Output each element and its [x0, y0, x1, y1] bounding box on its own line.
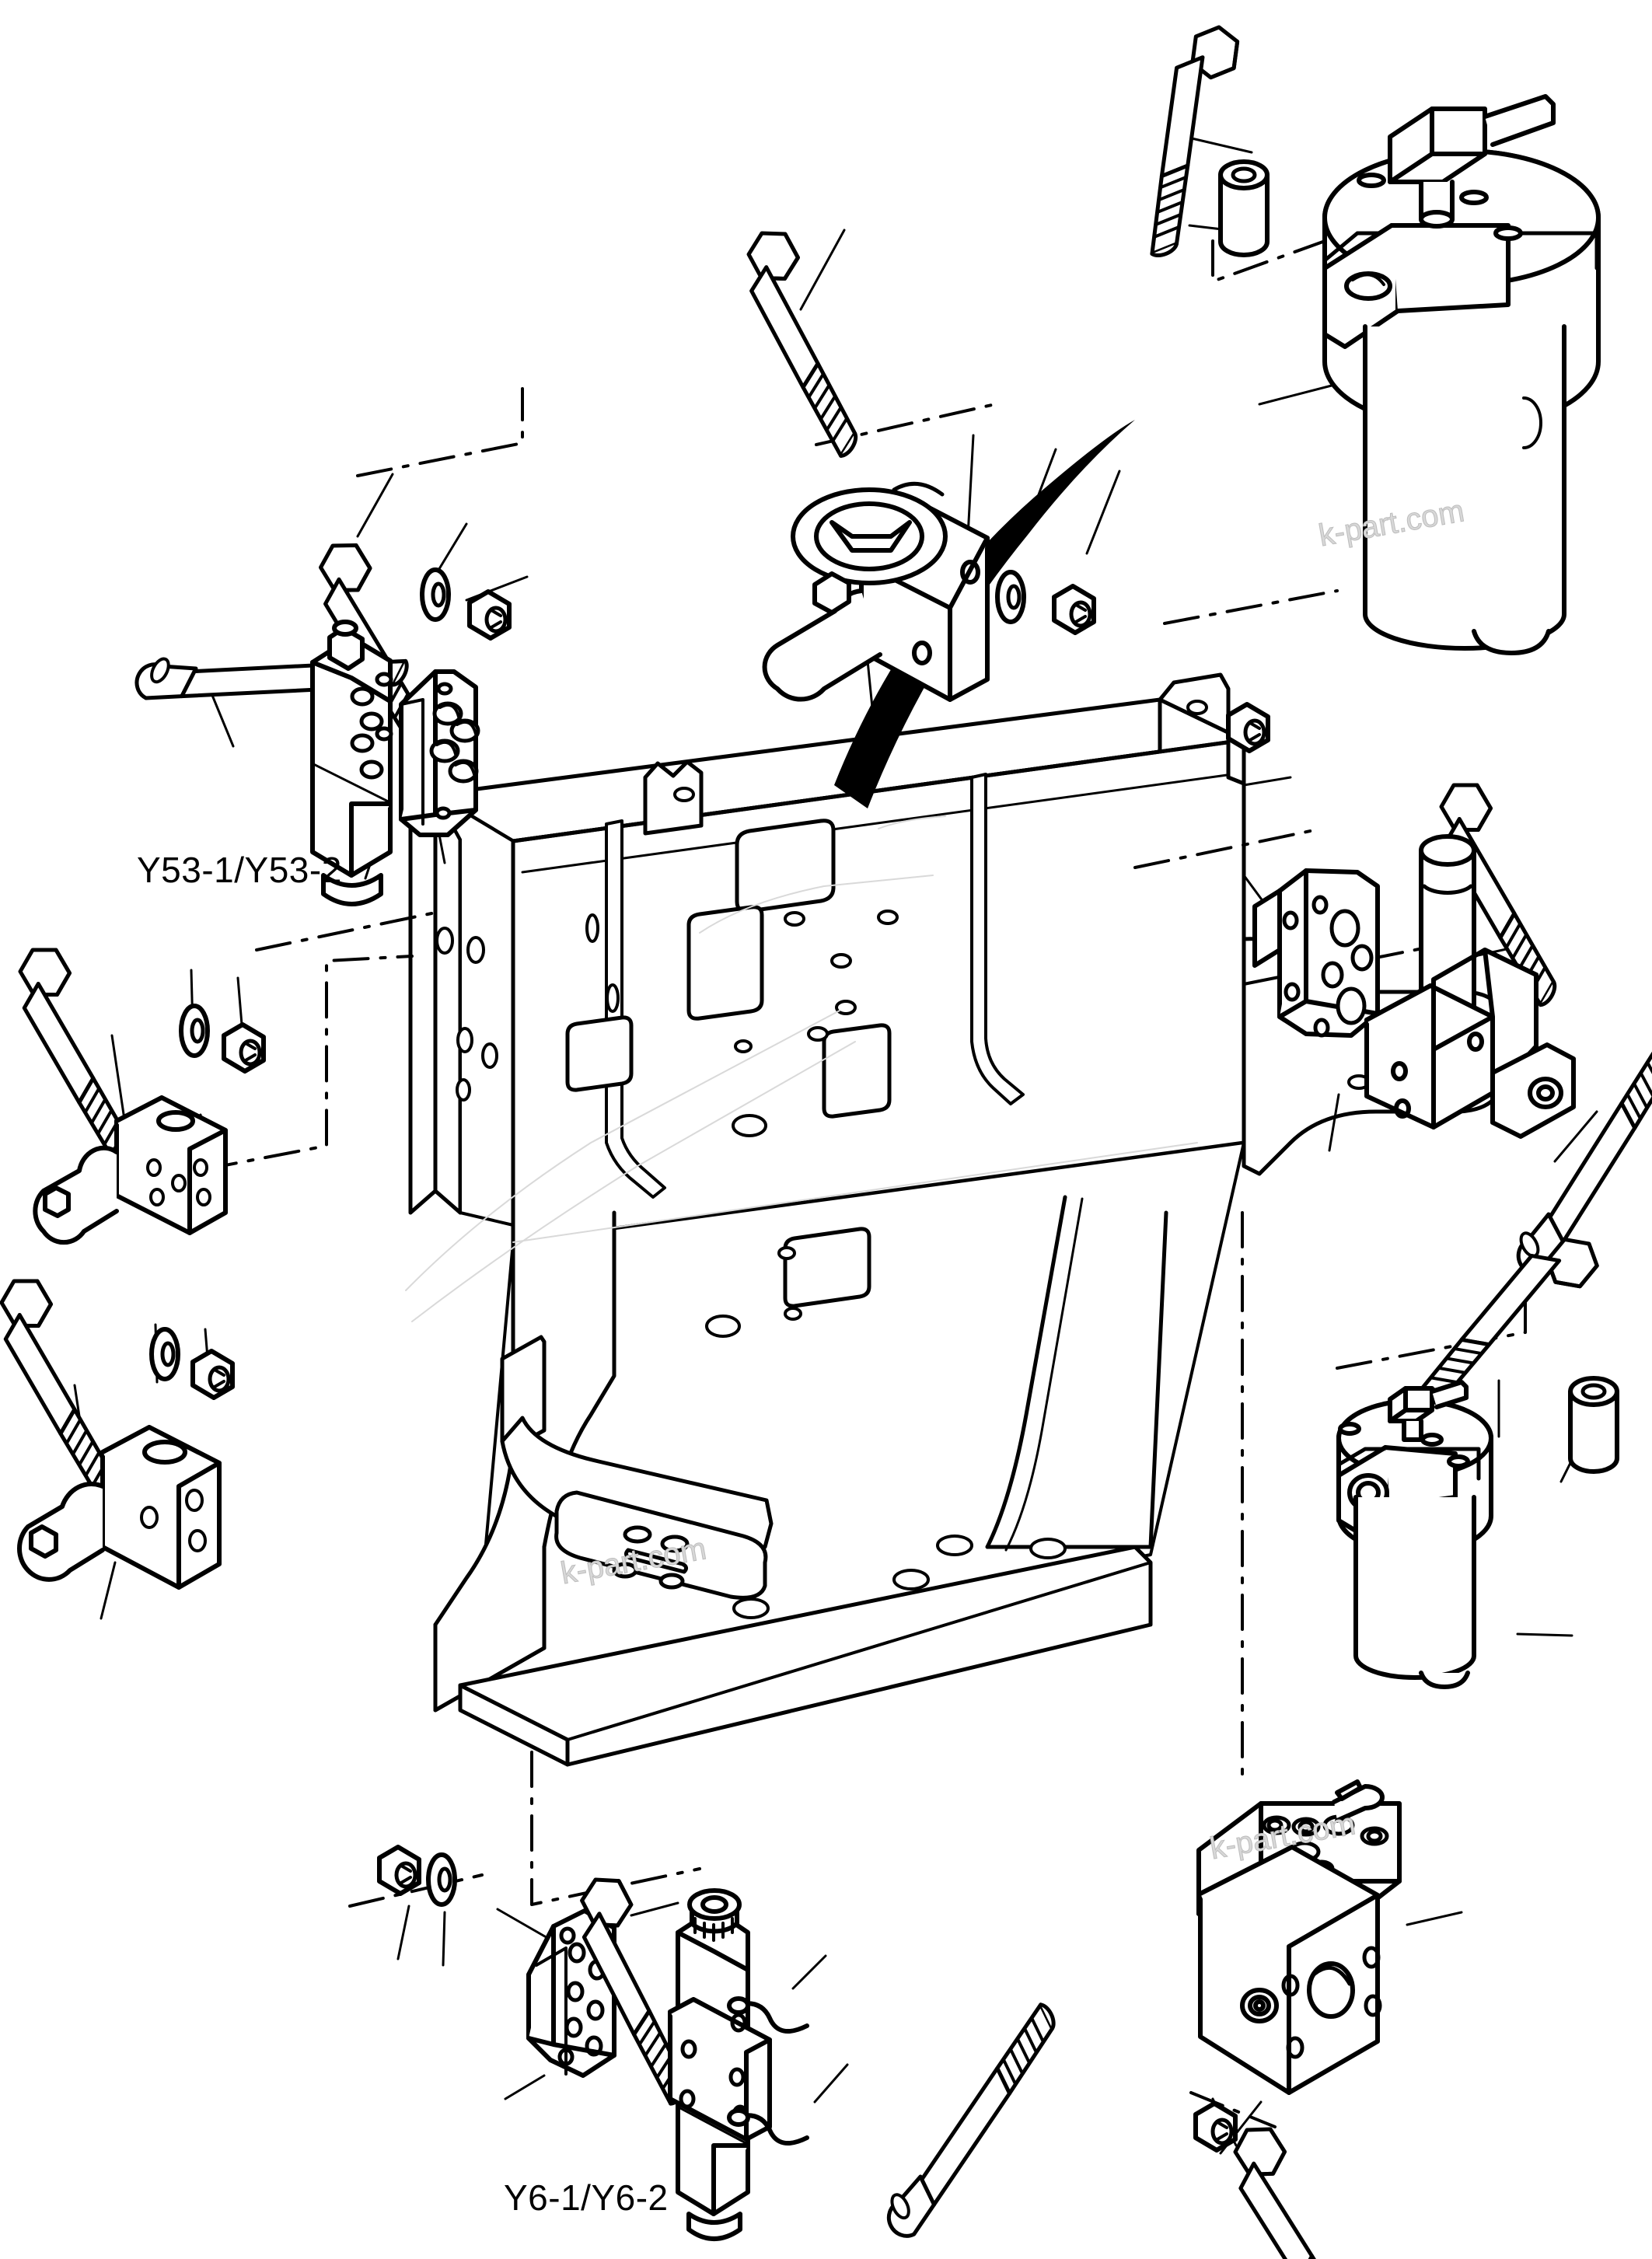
valve-body: [762, 481, 990, 702]
pressure-switch: [1388, 94, 1556, 229]
pointer-arrow: [834, 420, 1135, 808]
hex-bolt: [684, 223, 930, 459]
hex-nut: [224, 1025, 264, 1071]
check-valve-block-lower: [0, 1271, 232, 1590]
hex-nut: [193, 1351, 232, 1398]
hydraulic-filter-assembly-lower: [1336, 1218, 1617, 1689]
hydraulic-manifold-block: [1178, 1779, 1420, 2259]
label-y53: Y53-1/Y53-2: [137, 850, 342, 890]
hex-nut: [1196, 2104, 1235, 2150]
valve-block: [17, 1425, 222, 1590]
washer: [428, 1855, 455, 1905]
adapter-plate: [399, 669, 480, 837]
main-frame-weldment: [408, 672, 1503, 1767]
spacer-sleeve: [1221, 162, 1267, 255]
valve-block: [33, 1095, 228, 1245]
washer: [422, 570, 449, 620]
hex-nut: [1228, 704, 1268, 751]
frame-hidden-edges: [405, 815, 1198, 1322]
pressure-switch: [1388, 1380, 1469, 1442]
solenoid-valve-y53: [131, 536, 509, 906]
valve-body: [310, 620, 393, 906]
solenoid-valve-y6: [379, 1847, 1112, 2242]
adapter-plate: [1252, 868, 1380, 1038]
label-y6: Y6-1/Y6-2: [504, 2177, 669, 2218]
hydraulic-filter-assembly-upper: [1083, 23, 1601, 655]
valve-body: [1364, 948, 1576, 1139]
valve-body: [668, 1888, 809, 2241]
socket-bolt: [833, 2002, 1112, 2242]
hex-nut: [470, 592, 509, 638]
accumulator-valve-assembly: [1228, 704, 1652, 1280]
washer: [152, 1329, 178, 1379]
filter-bowl: [1353, 1495, 1476, 1689]
frame-cutouts: [565, 819, 892, 1308]
hex-nut: [379, 1847, 419, 1894]
frame-step-plate: [500, 1335, 774, 1600]
filter-bowl: [1363, 324, 1566, 655]
washer: [997, 572, 1024, 622]
frame-holes: [435, 910, 1067, 1619]
manifold-block: [1198, 1845, 1382, 2095]
spacer-sleeve: [1570, 1378, 1617, 1472]
shuttle-valve-assembly: [684, 223, 1094, 702]
leader-lines: [73, 137, 1598, 2155]
hex-nut: [1054, 586, 1094, 633]
washer: [181, 1006, 208, 1056]
check-valve-block-upper: [0, 940, 264, 1245]
